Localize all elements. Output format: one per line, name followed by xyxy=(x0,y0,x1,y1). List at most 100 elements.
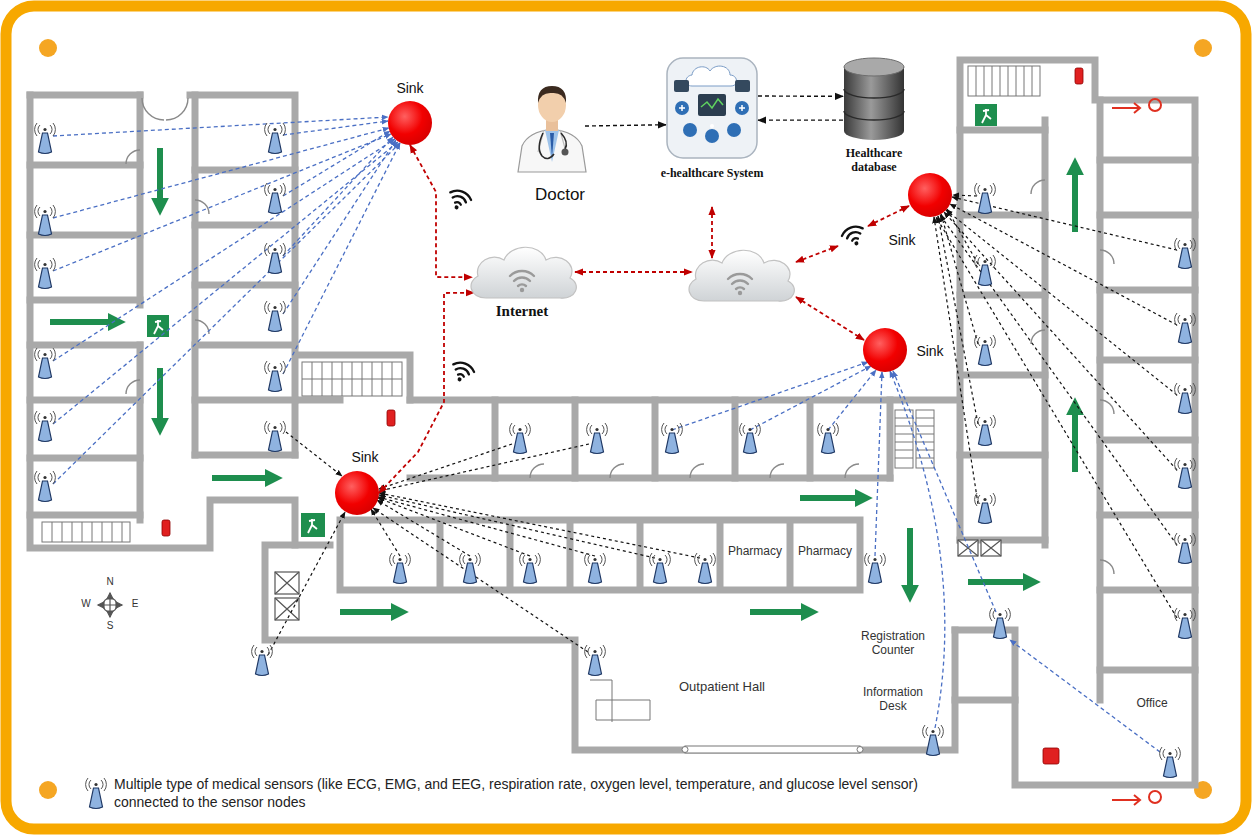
sensor-link xyxy=(953,195,977,196)
door-symbol xyxy=(126,98,1114,574)
sensor-link xyxy=(828,370,876,430)
sensor-link xyxy=(750,366,871,430)
stairs xyxy=(916,410,934,468)
cloud-node: Internet xyxy=(462,240,582,302)
accessible-exit xyxy=(1149,99,1161,111)
sensor-link xyxy=(893,371,996,612)
wifi-icon xyxy=(446,188,473,213)
text-holder: N xyxy=(103,576,117,588)
wifi-icon xyxy=(840,224,865,244)
stairs xyxy=(968,66,1040,96)
sink-node: Sink xyxy=(388,101,432,145)
exit-sign xyxy=(147,315,169,337)
wifi-icon xyxy=(448,188,473,208)
stairs xyxy=(302,362,402,396)
fire-extinguisher xyxy=(387,410,395,426)
sensor-link xyxy=(941,214,978,344)
compass-letter: E xyxy=(128,598,142,610)
direction-arrow xyxy=(340,609,398,615)
cloud-label: Internet xyxy=(472,303,572,320)
sink-label: Sink xyxy=(910,343,950,359)
sensor-icon xyxy=(1175,383,1196,414)
system-icon xyxy=(662,50,762,165)
sensor-icon xyxy=(35,258,56,289)
sensor-link xyxy=(268,195,1177,655)
sensor-icon xyxy=(35,348,56,379)
sensor-icon xyxy=(585,645,606,676)
sensor-icon xyxy=(975,493,996,524)
sensor-link xyxy=(268,512,345,655)
door-symbol xyxy=(1031,180,1114,574)
system-icon-part xyxy=(674,80,689,92)
legend-sample xyxy=(84,776,108,810)
connector xyxy=(585,125,666,126)
wall xyxy=(955,697,1015,704)
compass-rose xyxy=(98,593,122,617)
sensor-icon xyxy=(695,553,716,584)
sensor-link xyxy=(379,493,700,558)
direction-arrow xyxy=(50,319,115,325)
sensor-icon xyxy=(1175,533,1196,564)
sensor-link xyxy=(378,497,595,556)
wall xyxy=(30,60,1195,785)
system-icon-part xyxy=(710,124,714,128)
door-symbol xyxy=(142,98,188,120)
wifi-icon xyxy=(457,377,462,382)
fire-extinguisher xyxy=(162,520,170,536)
sensor-icon xyxy=(865,553,886,584)
accessible-exit xyxy=(1112,103,1140,113)
sensor-icon xyxy=(265,361,286,392)
room-label: Pharmacy xyxy=(794,545,856,559)
text-holder: Doctor xyxy=(520,185,600,205)
network-link xyxy=(575,206,909,340)
sensor-icon xyxy=(1175,313,1196,344)
sensor-link xyxy=(378,498,530,556)
cloud-icon xyxy=(689,250,794,301)
system-icon-part xyxy=(667,58,757,158)
sensor-icon xyxy=(990,608,1011,639)
sensor-icon xyxy=(35,411,56,442)
direction-arrow xyxy=(157,368,163,425)
exit-sign xyxy=(154,320,163,334)
wall xyxy=(30,95,295,548)
sensor-icon xyxy=(587,423,608,454)
room-label: Outpatient Hall xyxy=(652,680,792,695)
sensor-icon xyxy=(86,778,107,809)
sensor-link xyxy=(373,508,588,652)
exit-sign xyxy=(147,104,997,537)
doctor-icon-part xyxy=(562,149,569,156)
wall xyxy=(195,170,295,455)
sensor-link xyxy=(53,117,1160,752)
sensor-link xyxy=(947,209,978,264)
fire-extinguisher xyxy=(1075,68,1083,84)
wall xyxy=(495,400,890,478)
system-icon-part xyxy=(698,94,726,116)
wifi-icon xyxy=(454,205,459,210)
stairs xyxy=(302,362,402,396)
sensor-icon xyxy=(975,335,996,366)
legend-entry: Multiple type of medical sensors (like E… xyxy=(84,776,984,811)
stairs xyxy=(42,522,130,542)
page-frame xyxy=(6,6,1246,829)
sensor-icon xyxy=(662,423,683,454)
text-holder: Sink xyxy=(388,80,432,96)
sensor-icon xyxy=(1175,458,1196,489)
sensor-icon xyxy=(265,183,286,214)
text-holder: Pharmacy xyxy=(724,545,786,559)
sensor-link xyxy=(53,143,400,484)
sensor-link xyxy=(938,216,978,424)
page-frame xyxy=(6,6,1246,829)
sensor-icon xyxy=(35,471,56,502)
direction-arrow xyxy=(1072,168,1078,232)
exit-sign xyxy=(301,513,325,537)
direction-arrow xyxy=(750,609,808,615)
direction-arrow xyxy=(907,528,913,592)
sensor-icon xyxy=(740,423,761,454)
elevator xyxy=(958,540,978,556)
hall-door xyxy=(590,680,863,753)
wall xyxy=(955,60,1195,785)
wifi-icon xyxy=(446,188,868,385)
stairs xyxy=(976,66,1032,96)
room-label: Registration Counter xyxy=(850,630,936,658)
